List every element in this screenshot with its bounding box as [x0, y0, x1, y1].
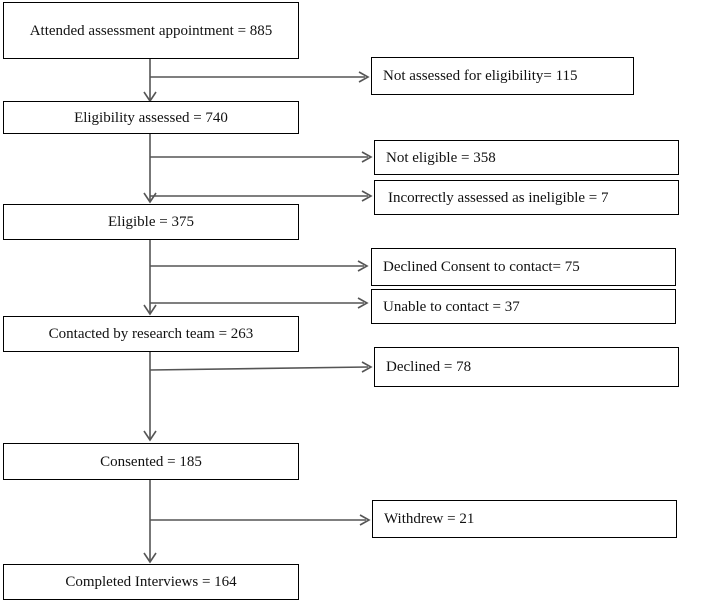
arrowhead-right [361, 190, 373, 202]
arrowhead-right [359, 514, 371, 526]
arrowhead-right [361, 361, 373, 373]
box-contacted-label: Contacted by research team = 263 [48, 326, 254, 342]
arrowhead-down [143, 552, 157, 564]
box-not-eligible-label: Not eligible = 358 [386, 149, 496, 166]
box-incorrectly-ineligible-label: Incorrectly assessed as ineligible = 7 [388, 189, 609, 206]
arrowhead-right [361, 151, 373, 163]
box-eligible-label: Eligible = 375 [108, 214, 194, 230]
box-consented-label: Consented = 185 [100, 453, 202, 470]
box-withdrew-label: Withdrew = 21 [384, 511, 475, 527]
arrowhead-right [358, 71, 370, 83]
box-unable-to-contact: Unable to contact = 37 [371, 289, 676, 324]
box-declined: Declined = 78 [374, 347, 679, 387]
arrowhead-down [143, 304, 157, 316]
box-contacted: Contacted by research team = 263 [3, 316, 299, 352]
box-attended: Attended assessment appointment = 885 [3, 2, 299, 59]
box-withdrew: Withdrew = 21 [372, 500, 677, 538]
box-completed-interviews: Completed Interviews = 164 [3, 564, 299, 600]
box-not-assessed-label: Not assessed for eligibility= 115 [383, 68, 578, 84]
box-eligibility-assessed-label: Eligibility assessed = 740 [74, 109, 228, 126]
box-incorrectly-ineligible: Incorrectly assessed as ineligible = 7 [374, 180, 679, 215]
box-not-assessed: Not assessed for eligibility= 115 [371, 57, 634, 95]
box-attended-label: Attended assessment appointment = 885 [29, 22, 273, 39]
arrowhead-down [143, 430, 157, 442]
arrowhead-right [357, 297, 369, 309]
box-completed-interviews-label: Completed Interviews = 164 [65, 574, 237, 590]
box-declined-consent-label: Declined Consent to contact= 75 [383, 259, 580, 275]
box-declined-label: Declined = 78 [386, 359, 472, 375]
box-eligibility-assessed: Eligibility assessed = 740 [3, 101, 299, 134]
box-unable-to-contact-label: Unable to contact = 37 [383, 298, 520, 315]
arrowhead-right [357, 260, 369, 272]
box-declined-consent: Declined Consent to contact= 75 [371, 248, 676, 286]
connector-declined [149, 366, 369, 371]
box-consented: Consented = 185 [3, 443, 299, 480]
box-not-eligible: Not eligible = 358 [374, 140, 679, 175]
box-eligible: Eligible = 375 [3, 204, 299, 240]
arrowhead-down [143, 192, 157, 204]
